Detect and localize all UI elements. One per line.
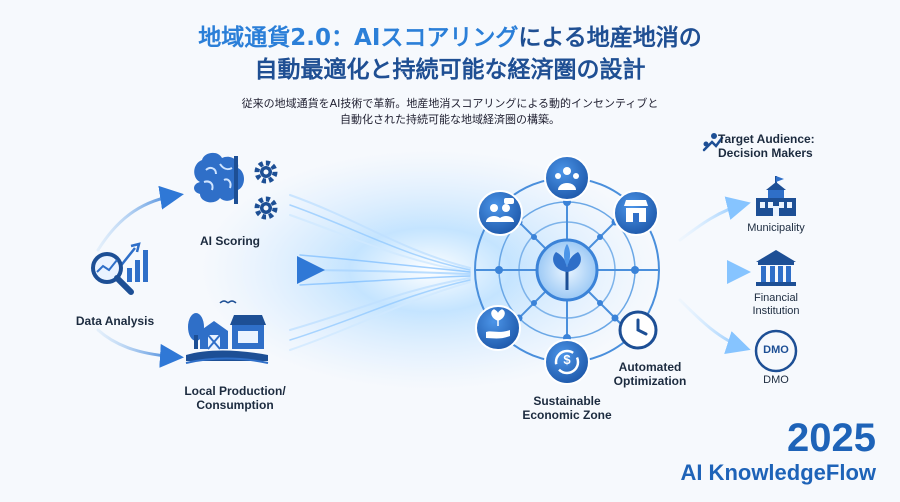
gear-icon-small [254,196,278,220]
label-financial-institution: Financial Institution [752,292,800,317]
community-node-icon [544,155,590,201]
store-node-icon [613,190,659,236]
people-discussion-node-icon [477,190,523,236]
label-sustainable-economic-zone: Sustainable Economic Zone [522,394,612,422]
bank-icon [756,250,796,286]
label-local-production: Local Production/ Consumption [184,384,286,412]
label-target-audience: Target Audience: Decision Makers [718,132,815,160]
farm-icon [185,300,269,364]
gear-icon [254,160,278,184]
left-arrows [96,185,325,368]
footer-brand: AI KnowledgeFlow [680,460,876,485]
subtitle-line1: 従来の地域通貨をAI技術で革新。地産地消スコアリングによる動的インセンティブと [241,97,659,110]
currency-cycle-node-icon [544,339,590,385]
label-dmo: DMO [763,374,789,386]
plant-icon [553,244,581,290]
title-line2: 自動最適化と持続可能な経済圏の設計 [254,57,646,83]
currency-symbol: $ [563,352,571,367]
label-automated-optimization: Automated Optimization [613,360,687,388]
right-arrows [678,196,751,354]
subtitle: 従来の地域通貨をAI技術で革新。地産地消スコアリングによる動的インセンティブと … [0,96,900,128]
label-data-analysis: Data Analysis [75,314,155,328]
data-analysis-icon [91,242,148,295]
ai-brain-icon [194,152,244,204]
label-municipality: Municipality [747,222,805,234]
dmo-icon [754,329,798,373]
footer-year: 2025 [787,416,876,460]
page-title: 地域通貨2.0：AIスコアリングによる地産地消の 自動最適化と持続可能な経済圏の… [0,22,900,86]
flow-beams [289,194,471,351]
title-line1-rest: による地産地消の [518,25,702,51]
title-highlight: 地域通貨2.0：AIスコアリング [198,25,519,51]
plant-hand-node-icon [475,305,521,351]
target-audience-icon [702,133,724,152]
dmo-icon-text: DMO [763,344,789,356]
clock-node-icon [618,310,658,350]
subtitle-line2: 自動化された持続可能な地域経済圏の構築。 [340,113,560,126]
label-ai-scoring: AI Scoring [199,234,260,248]
municipality-icon [756,176,796,216]
flow-glow [200,150,660,390]
